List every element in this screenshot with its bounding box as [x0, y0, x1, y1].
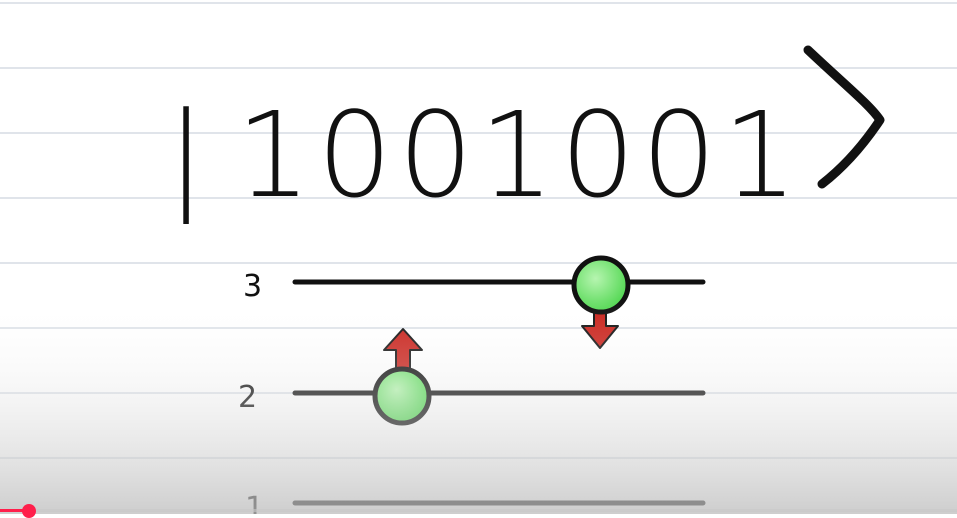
progress-track[interactable]	[0, 509, 957, 512]
binary-ket: | 1001001	[166, 45, 885, 224]
ket-digits: 1001001	[236, 86, 804, 224]
level-label-3: 3	[243, 269, 262, 304]
video-progress-bar[interactable]	[0, 504, 957, 518]
bottom-shade	[0, 300, 957, 514]
ket-open-bar: |	[166, 86, 212, 224]
scrubber-handle[interactable]	[21, 504, 36, 518]
ket-close-bracket	[803, 45, 885, 189]
progress-fill	[0, 509, 29, 512]
